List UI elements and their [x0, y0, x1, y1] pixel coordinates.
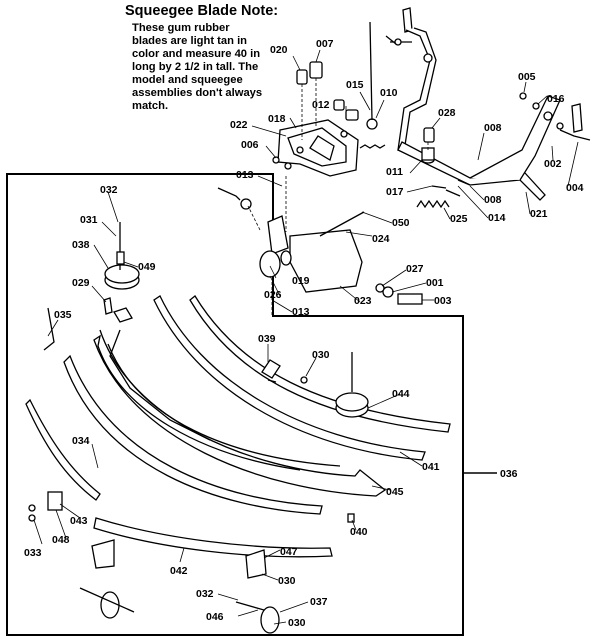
part-label-030-bottom: 030	[288, 617, 306, 629]
part-label-007: 007	[316, 38, 334, 50]
part-label-019: 019	[292, 275, 310, 287]
part-label-026: 026	[264, 289, 282, 301]
part-label-013-lower: 013	[292, 306, 310, 318]
guide-lines-upper	[247, 78, 429, 316]
part-label-045: 045	[386, 486, 404, 498]
note-line: color and measure 40 in	[132, 48, 261, 60]
part-label-042: 042	[170, 565, 188, 577]
part-label-022: 022	[230, 119, 248, 131]
part-label-014: 014	[488, 212, 506, 224]
part-label-030-mid: 030	[278, 575, 296, 587]
blade-040	[63, 354, 323, 515]
part-label-049: 049	[138, 261, 156, 273]
part-label-028: 028	[438, 107, 456, 119]
part-label-023: 023	[354, 295, 372, 307]
part-label-041: 041	[422, 461, 440, 473]
blade-042	[93, 517, 333, 558]
leader-lines	[33, 49, 579, 625]
part-label-020: 020	[270, 44, 288, 56]
part-label-047: 047	[280, 546, 298, 558]
linkage-assembly	[385, 7, 591, 209]
part-label-032-upper: 032	[100, 184, 118, 196]
blade-041	[153, 295, 426, 461]
part-label-036: 036	[500, 468, 518, 480]
part-label-048: 048	[52, 534, 70, 546]
part-label-016: 016	[547, 93, 565, 105]
part-label-046: 046	[206, 611, 224, 623]
part-label-050: 050	[392, 217, 410, 229]
part-label-043: 043	[70, 515, 88, 527]
part-label-030-top: 030	[312, 349, 330, 361]
note-line: blades are light tan in	[132, 35, 248, 47]
part-label-032-lower: 032	[196, 588, 214, 600]
part-label-031: 031	[80, 214, 98, 226]
part-label-035: 035	[54, 309, 72, 321]
part-label-039: 039	[258, 333, 276, 345]
part-label-024: 024	[372, 233, 390, 245]
mounting-bracket	[217, 21, 423, 305]
part-label-011: 011	[386, 166, 403, 178]
part-label-034: 034	[72, 435, 90, 447]
part-label-008-upper: 008	[484, 122, 502, 134]
part-label-038: 038	[72, 239, 90, 251]
part-label-027: 027	[406, 263, 424, 275]
part-label-033: 033	[24, 547, 42, 559]
part-label-012: 012	[312, 99, 330, 111]
part-label-037: 037	[310, 596, 328, 608]
part-label-001: 001	[426, 277, 444, 289]
part-label-021: 021	[530, 208, 548, 220]
spring-025	[416, 199, 450, 209]
part-label-044: 044	[392, 388, 410, 400]
note-line: model and squeegee	[132, 74, 243, 86]
lever-arm-right	[469, 95, 561, 181]
part-label-002: 002	[544, 158, 562, 170]
note-line: assemblies don't always	[132, 87, 263, 99]
blade-044	[189, 295, 451, 433]
part-label-029: 029	[72, 277, 90, 289]
part-label-006: 006	[241, 139, 259, 151]
part-label-013-upper: 013	[236, 169, 254, 181]
squeegee-assembly-border	[6, 173, 464, 636]
part-label-025: 025	[450, 213, 468, 225]
part-label-004: 004	[566, 182, 584, 194]
note-title: Squeegee Blade Note:	[125, 3, 279, 19]
note-line: long by 2 1/2 in tall. The	[132, 61, 259, 73]
part-label-018: 018	[268, 113, 286, 125]
squeegee-blades	[25, 222, 451, 634]
part-label-040: 040	[350, 526, 368, 538]
lever-arm-left	[402, 7, 413, 33]
note-line: These gum rubber	[132, 22, 230, 34]
part-label-017: 017	[386, 186, 404, 198]
part-label-005: 005	[518, 71, 536, 83]
part-label-008-lower: 008	[484, 194, 502, 206]
part-label-010: 010	[380, 87, 398, 99]
part-labels: 020 007 015 010 012 005 016 028 022 018 …	[24, 38, 584, 629]
part-label-003: 003	[434, 295, 452, 307]
wheel-037	[260, 606, 280, 634]
part-label-015: 015	[346, 79, 364, 91]
note-line: match.	[132, 100, 169, 112]
